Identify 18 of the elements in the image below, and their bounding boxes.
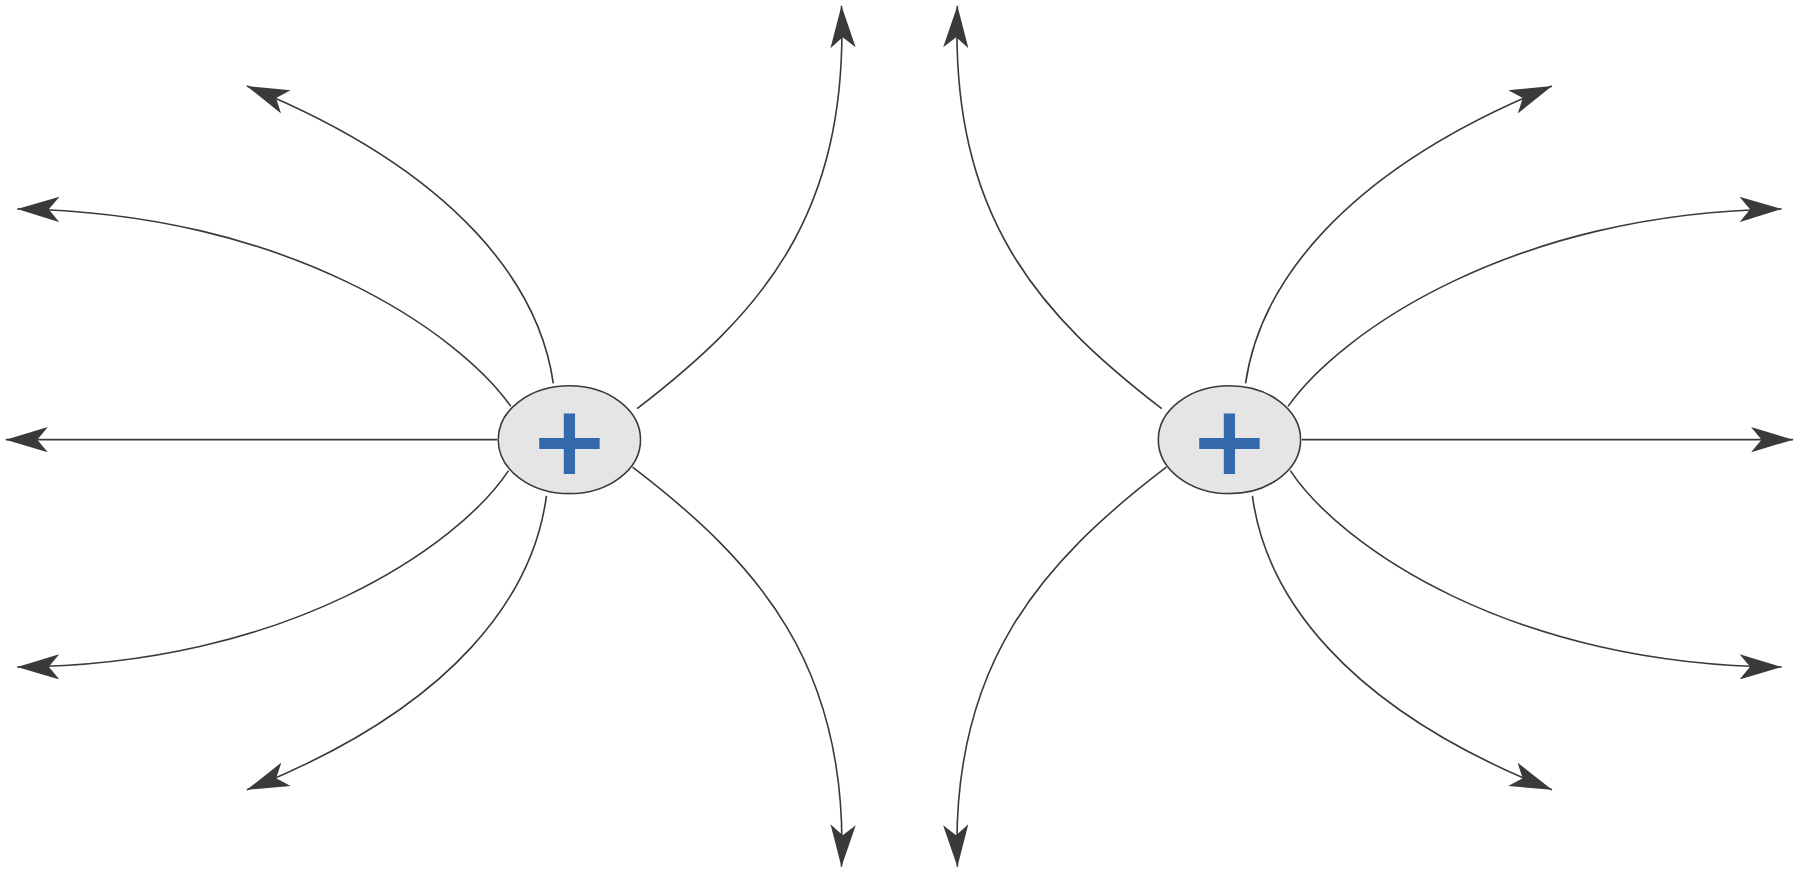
field-line-arrow bbox=[636, 4, 855, 410]
field-line-arrow bbox=[4, 427, 498, 453]
field-line-arrow bbox=[246, 85, 555, 385]
field-line-arrow bbox=[1301, 427, 1794, 453]
charge-sign: + bbox=[1188, 384, 1271, 495]
field-line-arrow bbox=[944, 466, 1168, 868]
charge-ellipse bbox=[497, 384, 642, 495]
field-line-arrow bbox=[631, 466, 855, 868]
charge-ellipse bbox=[1157, 384, 1302, 495]
field-line-arrow bbox=[16, 198, 512, 408]
field-line-arrow bbox=[1289, 469, 1783, 678]
field-line-arrow bbox=[1251, 495, 1553, 791]
charge-sign: + bbox=[528, 384, 611, 495]
field-line-arrow bbox=[246, 495, 548, 791]
field-line-arrow bbox=[1244, 85, 1553, 385]
field-line-arrow bbox=[1287, 198, 1783, 408]
field-line-arrow bbox=[16, 469, 510, 678]
field-line-arrow bbox=[944, 4, 1163, 410]
